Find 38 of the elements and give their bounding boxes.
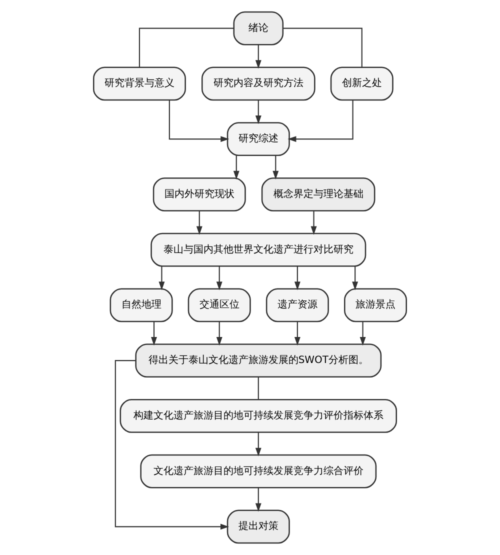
node-box: 创新之处 <box>330 66 394 101</box>
arrow <box>216 322 222 346</box>
arrow <box>255 432 262 456</box>
arrow <box>233 156 240 180</box>
arrow <box>255 100 262 124</box>
arrow <box>168 100 230 142</box>
arrow <box>158 266 165 290</box>
arrow <box>288 100 354 142</box>
node-box: 得出关于泰山文化遗产旅游发展的SWOT分析图。 <box>135 344 382 378</box>
connector <box>258 377 259 400</box>
node-box: 文化遗产旅游目的地可持续发展竞争力综合评价 <box>140 454 377 488</box>
arrow <box>216 266 222 290</box>
arrow <box>272 156 279 180</box>
node-box: 国内外研究现状 <box>152 177 246 212</box>
arrow <box>151 322 157 346</box>
arrow <box>352 266 358 290</box>
arrow <box>255 44 262 69</box>
node-box: 遗产资源 <box>266 288 329 322</box>
node-box: 交通区位 <box>188 288 251 322</box>
arrow <box>196 211 202 235</box>
connector <box>138 28 234 68</box>
arrow <box>114 360 230 530</box>
node-box: 概念界定与理论基础 <box>261 177 376 212</box>
arrow <box>294 322 300 346</box>
node-box: 构建文化遗产旅游目的地可持续发展竞争力评价指标体系 <box>120 398 398 433</box>
node-box: 研究背景与意义 <box>93 66 186 101</box>
node-box: 泰山与国内其他世界文化遗产进行对比研究 <box>150 232 366 267</box>
arrow <box>310 211 317 235</box>
connector <box>282 28 362 68</box>
node-box: 自然地理 <box>110 288 173 322</box>
node-box: 研究综述 <box>226 122 290 156</box>
node-box: 绪论 <box>233 11 284 46</box>
arrow <box>294 266 300 290</box>
node-box: 研究内容及研究方法 <box>201 66 316 101</box>
arrow <box>255 488 262 512</box>
node-box: 提出对策 <box>226 510 290 544</box>
node-box: 旅游景点 <box>344 288 407 322</box>
arrow <box>360 322 366 346</box>
